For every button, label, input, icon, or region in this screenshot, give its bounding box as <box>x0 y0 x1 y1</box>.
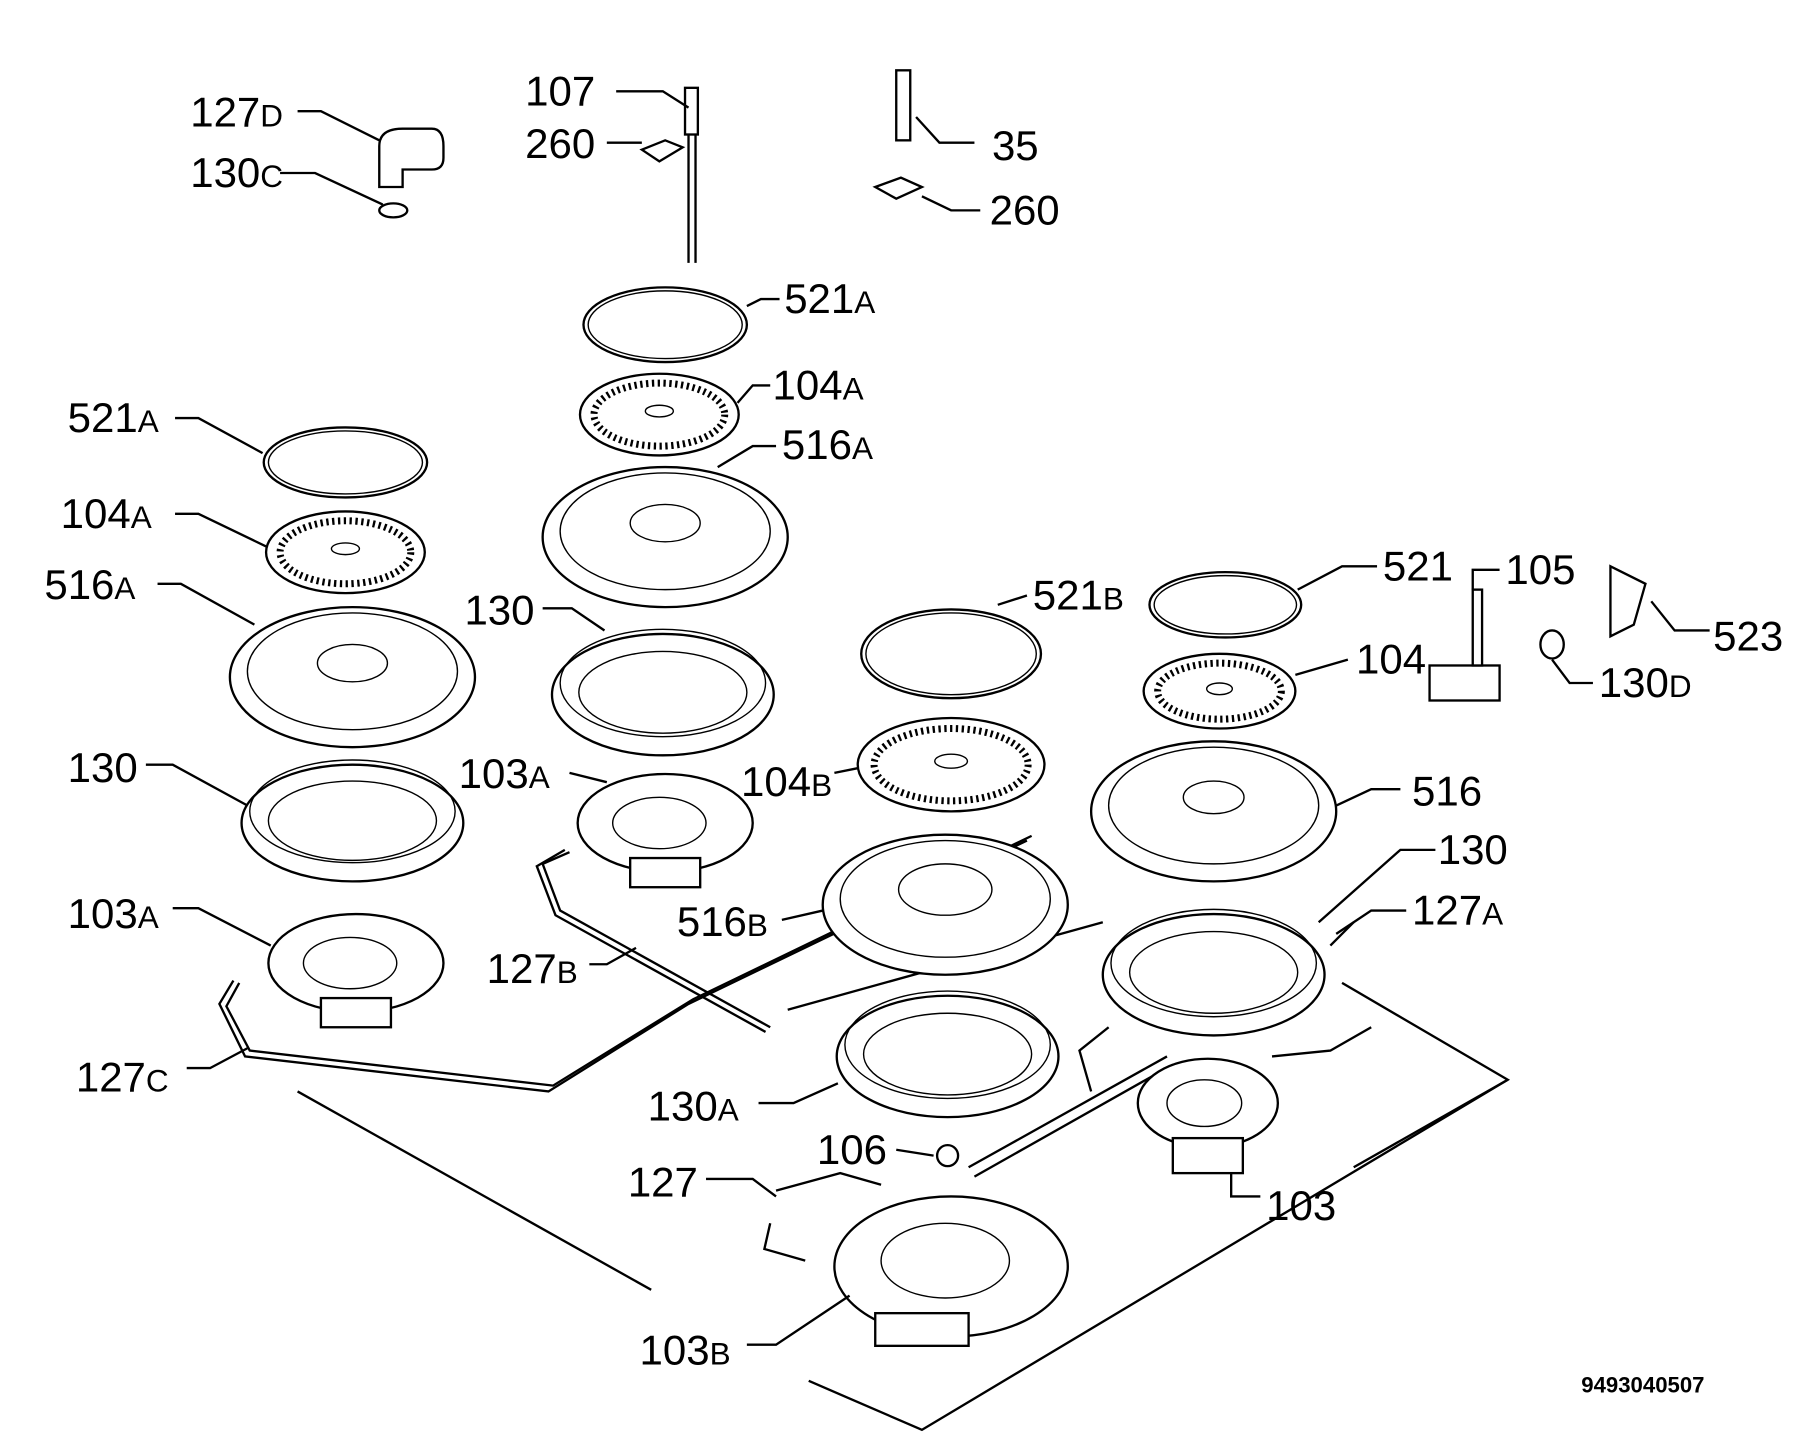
part-label: 103A <box>68 890 159 937</box>
part-label: 104A <box>61 490 152 537</box>
part-label: 521B <box>1033 571 1124 618</box>
diagram-code: 9493040507 <box>1581 1373 1704 1398</box>
part-label: 127A <box>1412 887 1503 934</box>
part-label: 127C <box>76 1053 169 1100</box>
burner-center-top <box>541 86 789 889</box>
part-label: 516 <box>1412 768 1482 815</box>
part-label: 130 <box>464 587 534 634</box>
part-label: 103A <box>459 750 550 797</box>
part-label: 103B <box>640 1327 731 1374</box>
burner-left <box>228 426 477 1029</box>
part-label: 521A <box>784 275 875 322</box>
hob-outline <box>297 981 1511 1432</box>
part-label: 260 <box>525 120 595 167</box>
part-labels: 127D 130C 107 260 35 260 521A 104A 516A … <box>44 67 1783 1397</box>
part-label: 130C <box>190 149 283 196</box>
part-label: 130 <box>68 744 138 791</box>
part-label: 105 <box>1505 546 1575 593</box>
part-label: 260 <box>990 186 1060 233</box>
part-label: 516A <box>782 421 873 468</box>
part-label: 104 <box>1356 636 1426 683</box>
part-label: 521 <box>1383 542 1453 589</box>
part-label: 516B <box>677 898 768 945</box>
part-label: 104B <box>741 758 832 805</box>
part-label: 130D <box>1599 659 1692 706</box>
part-label: 35 <box>992 122 1039 169</box>
part-label: 130A <box>648 1083 739 1130</box>
part-label: 127D <box>190 88 283 135</box>
part-label: 104A <box>773 361 864 408</box>
burner-middle <box>821 608 1069 1348</box>
small-parts <box>378 69 1647 702</box>
part-label: 516A <box>44 561 135 608</box>
part-label: 127B <box>487 945 578 992</box>
part-label: 107 <box>525 67 595 114</box>
part-label: 127 <box>628 1158 698 1205</box>
part-label: 103 <box>1266 1182 1336 1229</box>
burner-right <box>1089 570 1338 1175</box>
leader-lines <box>145 90 1710 1346</box>
part-label: 523 <box>1713 612 1783 659</box>
gas-pipes <box>218 834 1372 1262</box>
part-label: 130 <box>1438 826 1508 873</box>
part-label: 521A <box>68 394 159 441</box>
part-label: 106 <box>817 1126 887 1173</box>
